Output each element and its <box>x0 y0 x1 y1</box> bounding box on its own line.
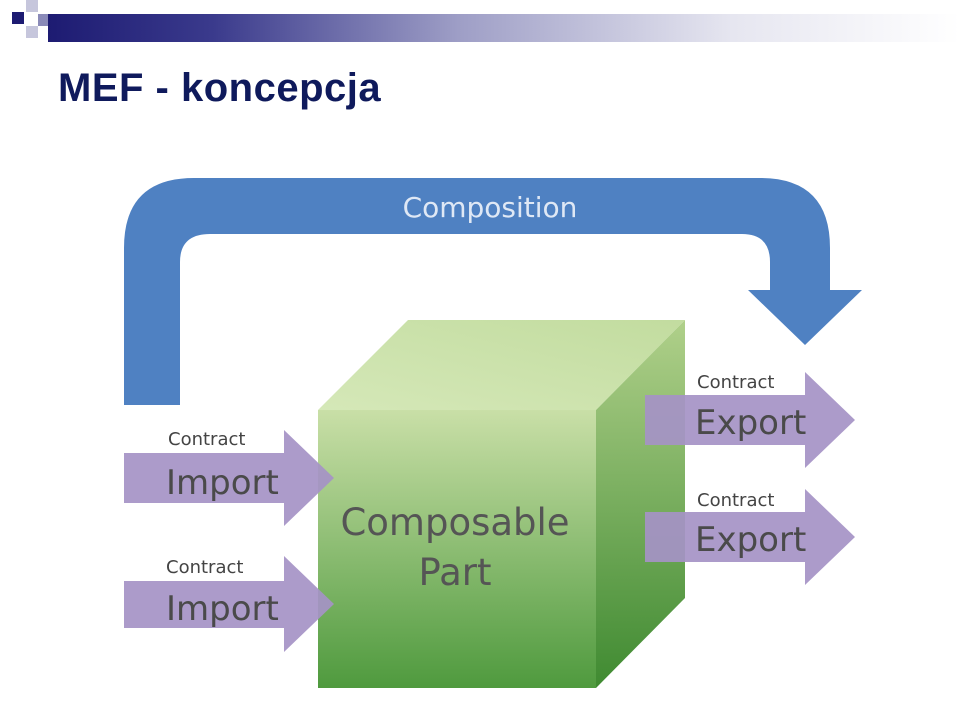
import-contract-label: Contract <box>168 429 245 450</box>
import-label: Import <box>166 589 279 629</box>
export-contract-label: Contract <box>697 490 774 511</box>
part-label-line2: Part <box>418 551 491 594</box>
import-label: Import <box>166 463 279 503</box>
export-label: Export <box>695 403 806 443</box>
composable-part-cube: Composable Part <box>318 320 685 688</box>
import-contract-label: Contract <box>166 557 243 578</box>
composition-arrow-head <box>748 290 862 345</box>
export-contract-label: Contract <box>697 372 774 393</box>
composition-label: Composition <box>403 191 578 224</box>
import-arrow: Contract Import <box>124 556 334 652</box>
export-label: Export <box>695 520 806 560</box>
import-arrow: Contract Import <box>124 429 334 526</box>
part-label-line1: Composable <box>340 501 569 544</box>
cube-front-face <box>318 410 596 688</box>
